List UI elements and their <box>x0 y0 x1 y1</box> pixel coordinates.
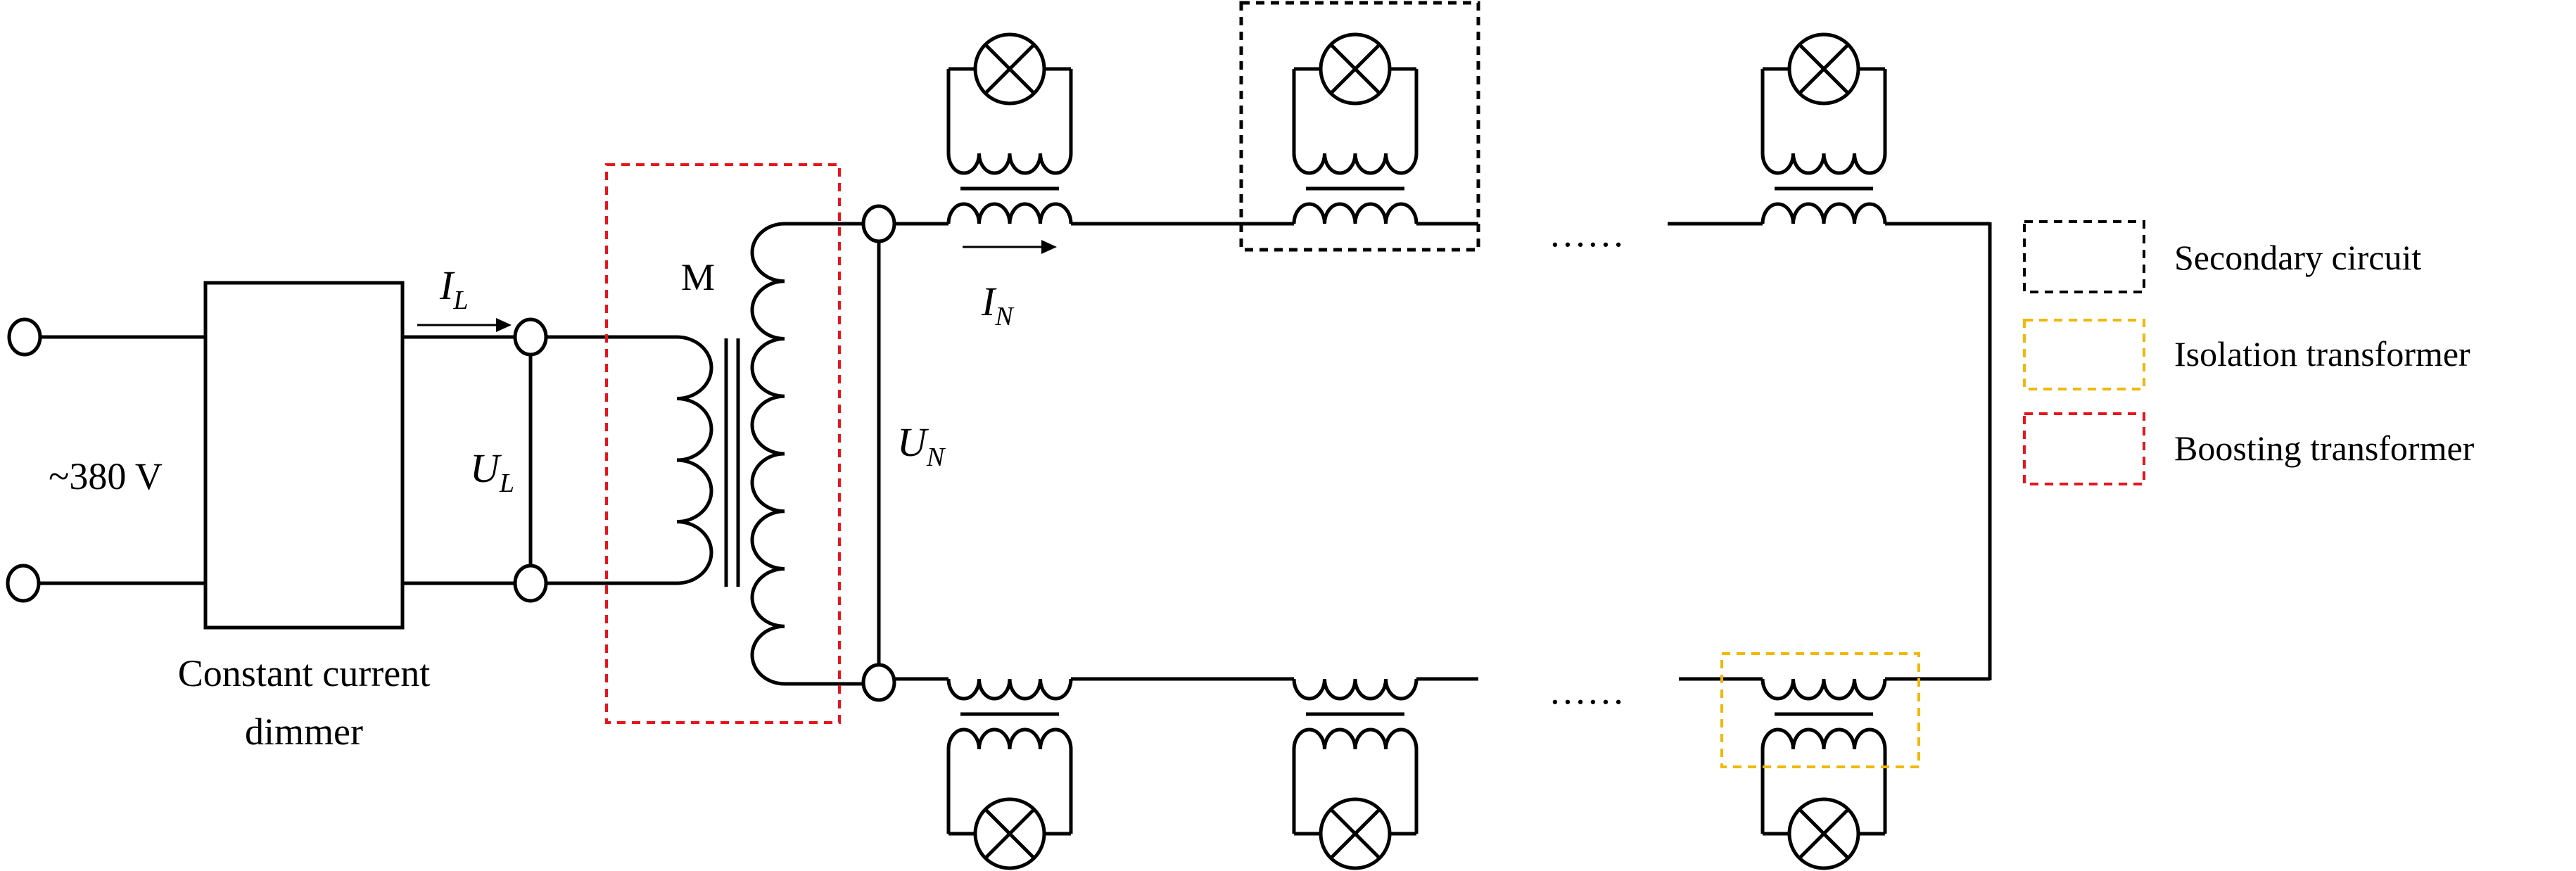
input-terminal-top <box>7 317 42 357</box>
dimmer-output-terminal-bottom <box>513 564 548 603</box>
input-terminal-bottom <box>6 564 41 603</box>
secondary-coil <box>750 222 785 686</box>
top-isolation-primary-coil-2 <box>1760 202 1887 224</box>
top-isolation-primary-coil-1 <box>1292 202 1419 224</box>
isolation-secondary-coil <box>1760 153 1887 175</box>
bottom-isolation-primary-coil-2 <box>1760 678 1887 701</box>
current-IN-label: IN <box>981 279 1015 331</box>
current-IL-label: IL <box>439 262 468 315</box>
primary-coil <box>676 335 713 585</box>
top-isolation-primary-coil-0 <box>946 202 1073 224</box>
ellipsis-top: …… <box>1549 212 1625 255</box>
legend: Secondary circuit Isolation transformer … <box>2023 220 2475 485</box>
isolation-secondary-coil <box>946 727 1073 750</box>
isolation-secondary-coil <box>946 153 1073 175</box>
lamp-cross <box>1798 808 1850 860</box>
lamp-icon <box>1319 797 1392 870</box>
constant-current-dimmer-box <box>203 281 405 630</box>
isolation-secondary-coil <box>1292 153 1419 175</box>
svg-text:Boosting transformer: Boosting transformer <box>2174 428 2475 468</box>
circuit-wires <box>6 32 1992 870</box>
isolation-transformer-box <box>1720 652 1920 768</box>
mutual-inductance-M-label: M <box>681 256 715 298</box>
bottom-isolation-primary-coil-1 <box>1292 678 1419 701</box>
legend-item-secondary-circuit: Secondary circuit <box>2023 220 2421 293</box>
lamp-icon <box>1319 32 1392 106</box>
current-IL-arrow <box>417 318 512 332</box>
svg-text:Isolation transformer: Isolation transformer <box>2174 334 2470 374</box>
lamp-cross <box>1329 43 1381 95</box>
ellipsis-bottom: …… <box>1549 670 1625 712</box>
legend-item-boosting-transformer: Boosting transformer <box>2023 412 2475 485</box>
bottom-isolation-primary-coil-0 <box>946 678 1073 701</box>
lamp-icon <box>973 797 1046 870</box>
current-IN-arrow <box>963 240 1057 254</box>
lamp-icon <box>973 32 1046 106</box>
lamp-cross <box>984 43 1036 95</box>
voltage-UL-label: UL <box>470 445 514 498</box>
legend-item-isolation-transformer: Isolation transformer <box>2023 319 2470 390</box>
source-voltage-label: ~380 V <box>49 455 163 497</box>
boosting-transformer-box <box>605 163 841 724</box>
dimmer-label-line1: Constant current <box>178 652 430 694</box>
output-terminal-bottom <box>861 663 896 702</box>
isolation-secondary-coil <box>1292 727 1419 750</box>
dimmer-output-terminal-top <box>513 317 548 357</box>
svg-text:Secondary circuit: Secondary circuit <box>2174 238 2421 277</box>
isolation-secondary-coil <box>1760 727 1887 750</box>
lamp-cross <box>1329 808 1381 860</box>
lamp-icon <box>1787 32 1860 106</box>
dimmer-label-line2: dimmer <box>245 711 363 753</box>
secondary-circuit-box <box>1239 1 1480 252</box>
lamp-cross <box>1798 43 1850 95</box>
lamp-cross <box>984 808 1036 860</box>
voltage-UN-label: UN <box>897 419 946 472</box>
output-terminal-top <box>861 204 896 243</box>
lamp-icon <box>1787 797 1860 870</box>
